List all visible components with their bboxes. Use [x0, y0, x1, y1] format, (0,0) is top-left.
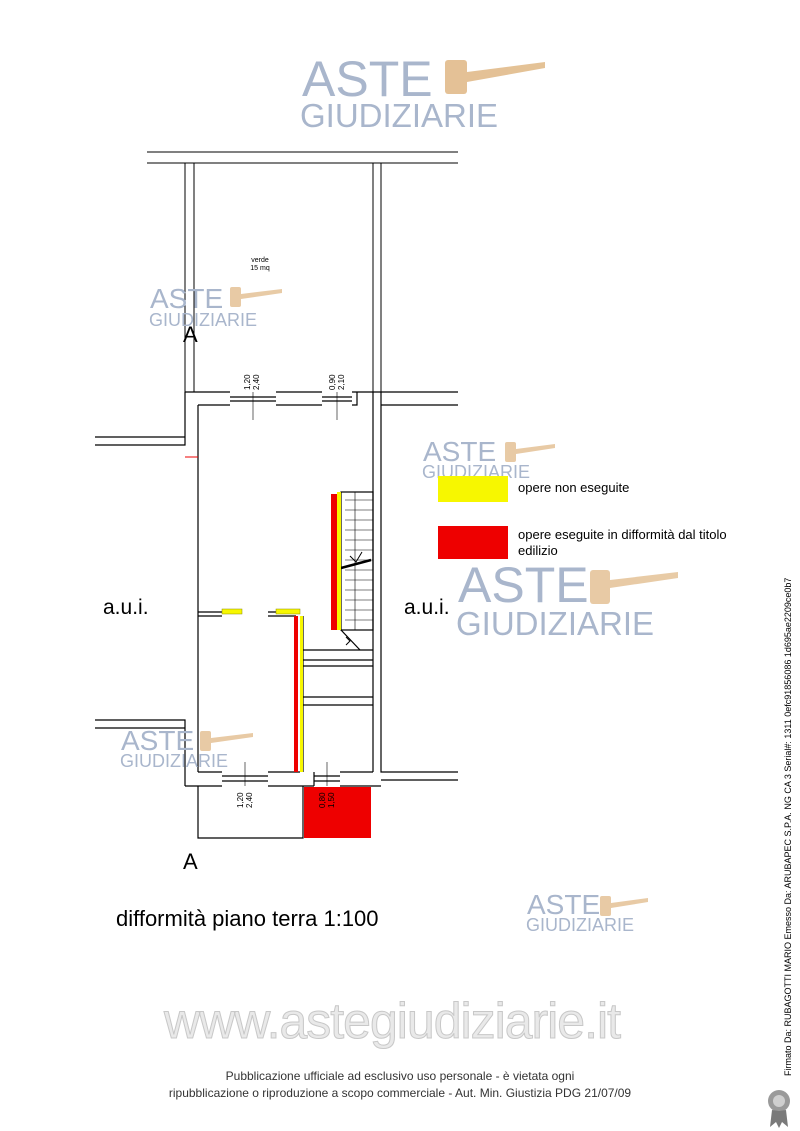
gavel-icon	[445, 60, 545, 94]
garden-label-text: verde	[251, 257, 269, 264]
dim-window-bottom-right-w: 0,80	[318, 792, 327, 808]
legend-swatch-red	[438, 526, 508, 559]
watermark-giudiziarie: GIUDIZIARIE	[149, 310, 258, 330]
garden-label: verde 15 mq	[240, 257, 280, 273]
watermark-aste-large: ASTE	[302, 51, 433, 107]
watermark-giudiziarie: GIUDIZIARIE	[456, 605, 655, 642]
dim-window-bottom-right-h: 1,50	[327, 792, 336, 808]
footer-line-2: ripubblicazione o riproduzione a scopo c…	[168, 1086, 632, 1100]
drawing-title: difformità piano terra 1:100	[116, 906, 379, 931]
legend-label-yellow: opere non eseguite	[518, 480, 630, 495]
unit-label-right: a.u.i.	[404, 596, 450, 619]
dim-window-bottom-left-w: 1,20	[236, 792, 245, 808]
seal-icon	[768, 1090, 790, 1128]
watermark-aste: ASTE	[121, 725, 195, 756]
watermark-giudiziarie: GIUDIZIARIE	[120, 751, 229, 771]
digital-signature: Firmato Da: RUBAGOTTI MARIO Emesso Da: A…	[783, 577, 793, 1076]
watermark-aste: ASTE	[150, 283, 224, 314]
dim-window-top-right-h: 2,10	[337, 374, 346, 390]
watermark-giudiziarie: GIUDIZIARIE	[526, 915, 635, 935]
legend-label-red: opere eseguite in difformità dal titolo …	[518, 527, 727, 558]
watermark-aste: ASTE	[458, 557, 589, 613]
dim-window-bottom-left-h: 2,40	[245, 792, 254, 808]
garden-area-text: 15 mq	[250, 265, 270, 272]
dim-window-top-left-w: 1,20	[243, 374, 252, 390]
watermark-aste: ASTE	[423, 436, 497, 467]
watermark-aste: ASTE	[527, 889, 601, 920]
unit-label-left: a.u.i.	[103, 596, 149, 619]
website-watermark: www.astegiudiziarie.it	[164, 993, 622, 1050]
dim-window-top-left-h: 2,40	[252, 374, 261, 390]
section-marker-bottom: A	[183, 849, 198, 874]
watermark-giudiziarie-large: GIUDIZIARIE	[300, 97, 499, 134]
footer-line-1: Pubblicazione ufficiale ad esclusivo uso…	[225, 1069, 575, 1083]
legend-swatch-yellow	[438, 476, 508, 502]
section-marker-top: A	[183, 322, 198, 347]
dim-window-top-right-w: 0,90	[328, 374, 337, 390]
footer-notice: Pubblicazione ufficiale ad esclusivo uso…	[140, 1068, 660, 1102]
